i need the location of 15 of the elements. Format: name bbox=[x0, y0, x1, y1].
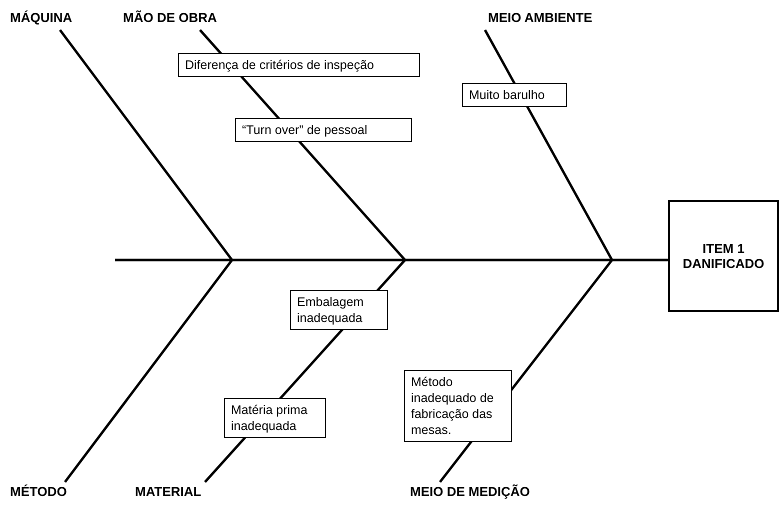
category-label: MEIO DE MEDIÇÃO bbox=[410, 484, 540, 502]
bone-line bbox=[64, 259, 233, 483]
cause-box: Diferença de critérios de inspeção bbox=[178, 53, 420, 77]
spine-line bbox=[115, 258, 668, 262]
cause-box: Muito barulho bbox=[462, 83, 567, 107]
category-label: MÉTODO bbox=[10, 484, 76, 502]
cause-box: Método inadequado de fabricação das mesas. bbox=[404, 370, 512, 442]
cause-box: Matéria prima inadequada bbox=[224, 398, 326, 438]
bone-line bbox=[484, 29, 614, 261]
bone-line bbox=[59, 29, 233, 261]
effect-box: ITEM 1 DANIFICADO bbox=[668, 200, 779, 312]
category-label: MÁQUINA bbox=[10, 10, 82, 28]
cause-box: “Turn over” de pessoal bbox=[235, 118, 412, 142]
category-label: MATERIAL bbox=[135, 484, 205, 502]
cause-box: Embalagem inadequada bbox=[290, 290, 388, 330]
